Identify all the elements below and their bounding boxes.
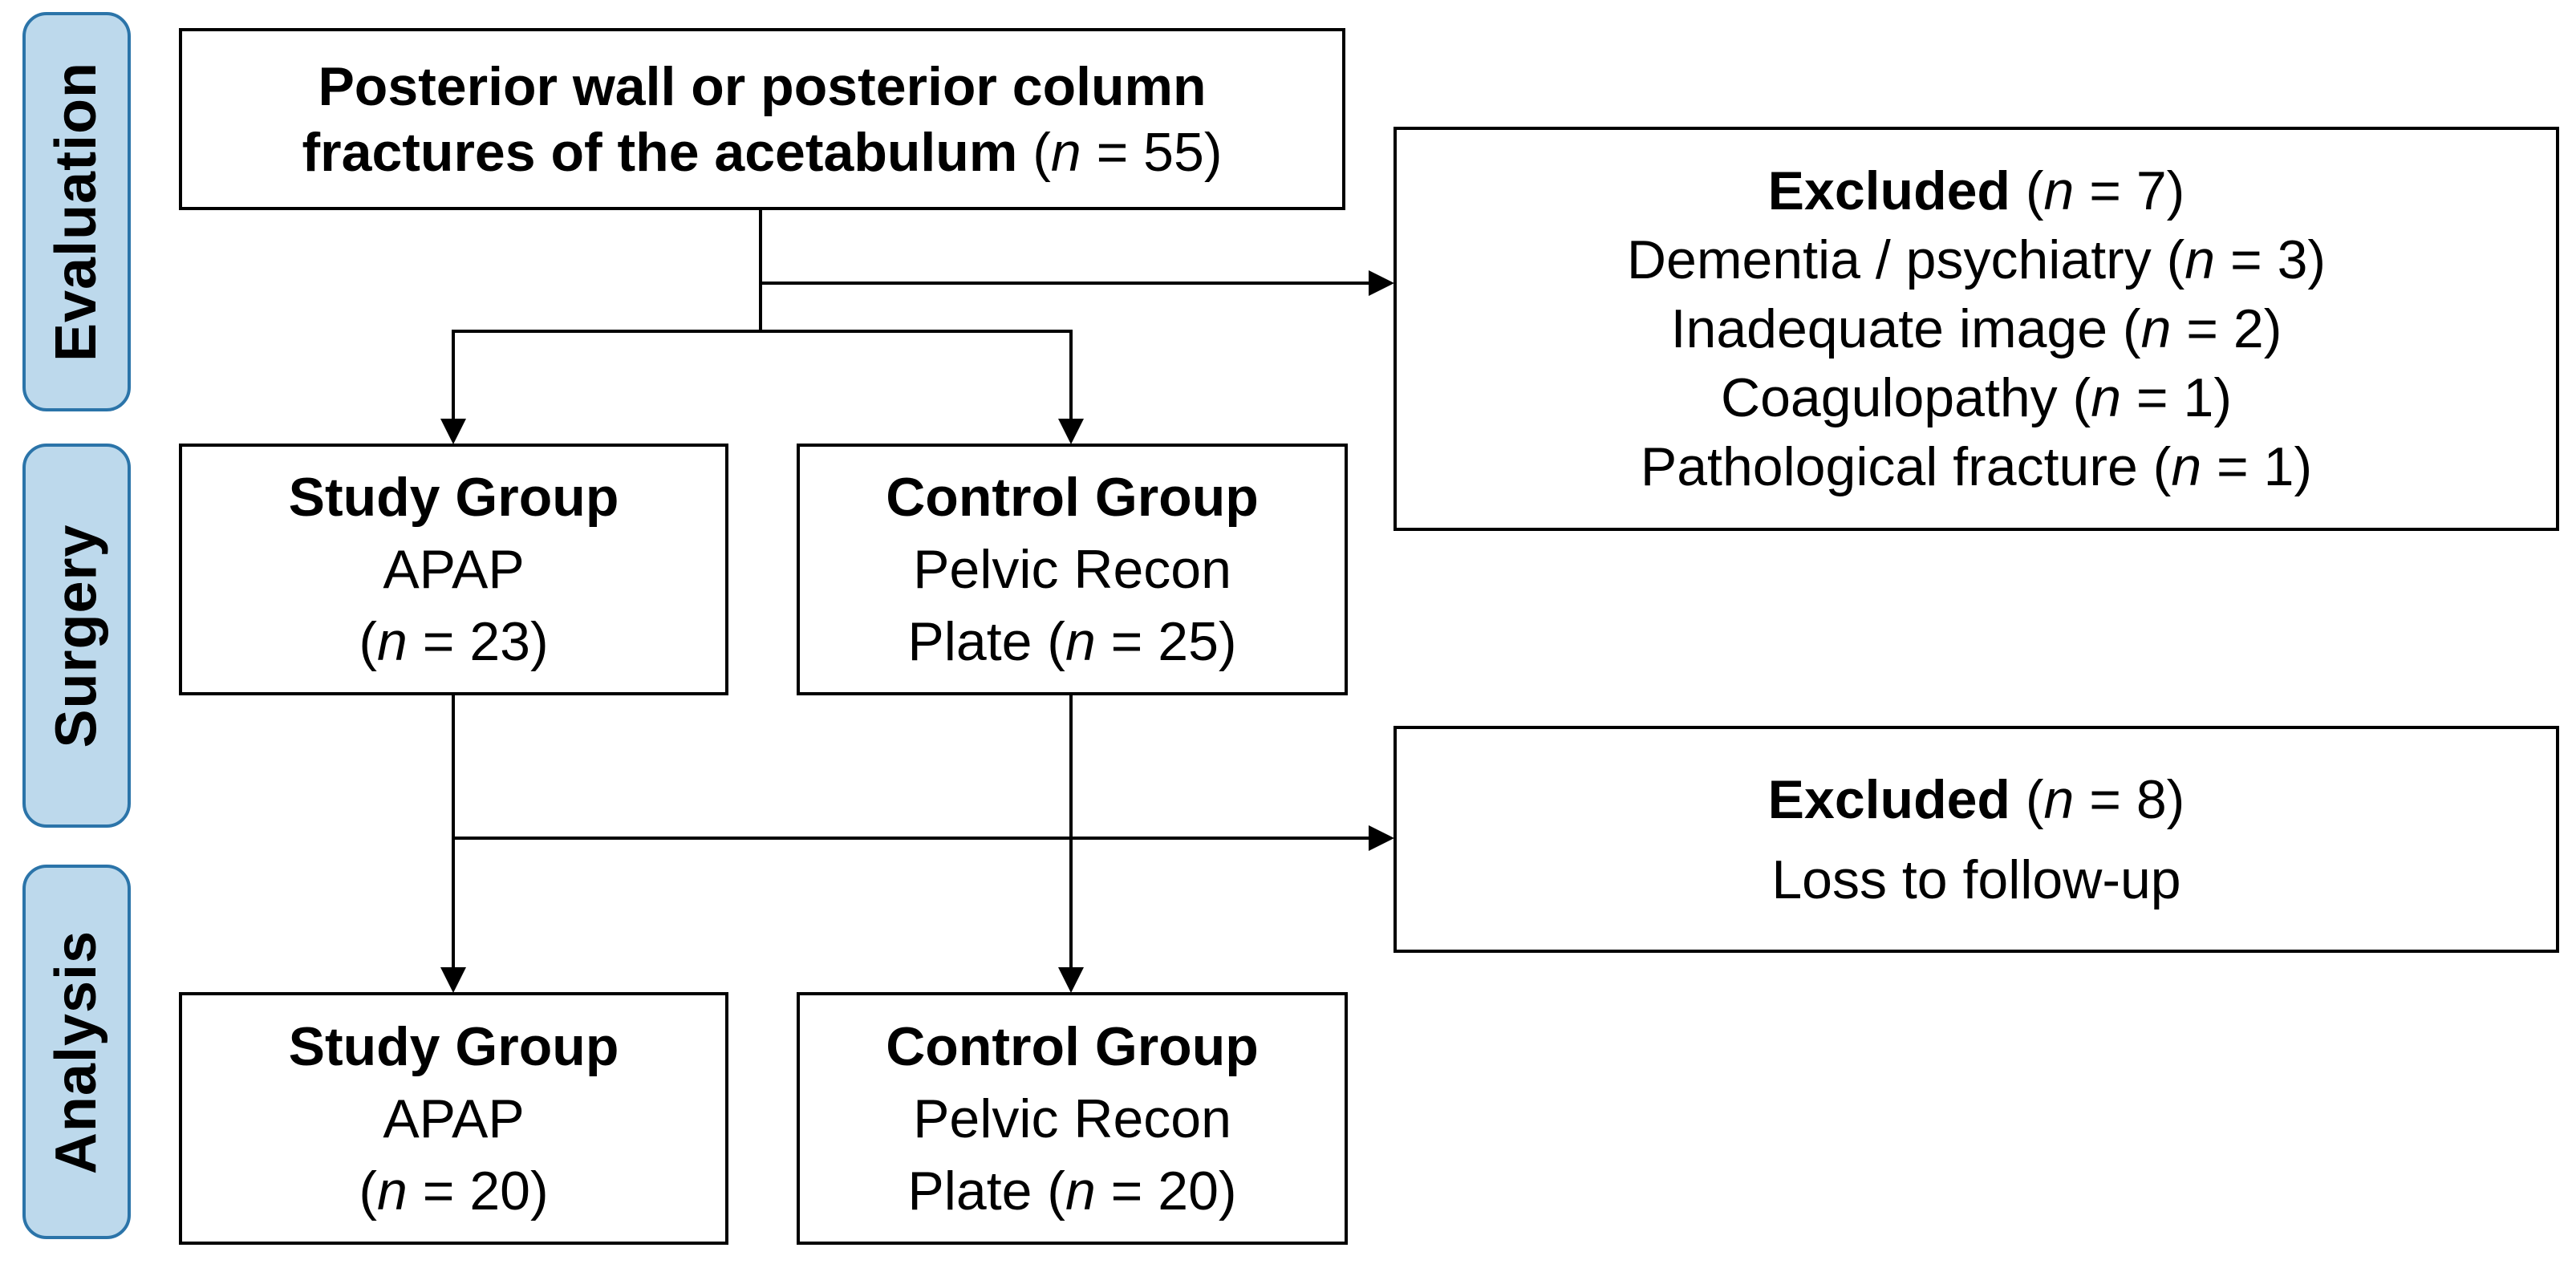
arrow-down-icon [440, 967, 466, 993]
stage-label-evaluation: Evaluation [22, 12, 131, 411]
connector-control-stem [1069, 695, 1073, 970]
control-analysis-count: Plate (n = 20) [907, 1160, 1237, 1221]
enrollment-line-1: Posterior wall or posterior column [318, 55, 1207, 117]
excluded-anal-title: Excluded (n = 8) [1767, 768, 2185, 830]
study-analysis-title: Study Group [288, 1015, 619, 1077]
stage-label-analysis-text: Analysis [44, 930, 109, 1174]
excluded-analysis-box: Excluded (n = 8) Loss to follow-up [1393, 726, 2559, 953]
enrollment-line-2: fractures of the acetabulum (n = 55) [302, 121, 1223, 183]
study-surgery-treatment: APAP [383, 539, 525, 600]
control-analysis-treatment: Pelvic Recon [913, 1088, 1231, 1149]
study-group-analysis-box: Study Group APAP (n = 20) [179, 992, 728, 1245]
connector-branch-excluded-anal [452, 837, 1369, 840]
study-surgery-count: (n = 23) [359, 611, 549, 672]
excluded-eval-reason-4: Pathological fracture (n = 1) [1640, 436, 2313, 497]
excluded-evaluation-box: Excluded (n = 7) Dementia / psychiatry (… [1393, 127, 2559, 531]
excluded-eval-reason-1: Dementia / psychiatry (n = 3) [1626, 229, 2327, 290]
excluded-anal-reason: Loss to follow-up [1771, 849, 2181, 910]
connector-enrollment-stem [759, 210, 762, 333]
control-analysis-title: Control Group [886, 1015, 1259, 1077]
arrow-right-icon [1369, 825, 1394, 851]
connector-drop-study [452, 330, 455, 421]
excluded-eval-title: Excluded (n = 7) [1767, 160, 2185, 221]
study-analysis-treatment: APAP [383, 1088, 525, 1149]
stage-label-surgery-text: Surgery [44, 523, 109, 748]
stage-label-surgery: Surgery [22, 444, 131, 828]
arrow-down-icon [1058, 967, 1084, 993]
study-surgery-title: Study Group [288, 467, 619, 528]
enrollment-box: Posterior wall or posterior column fract… [179, 28, 1345, 210]
control-surgery-treatment: Pelvic Recon [913, 539, 1231, 600]
control-surgery-count: Plate (n = 25) [907, 611, 1237, 672]
study-group-surgery-box: Study Group APAP (n = 23) [179, 444, 728, 695]
connector-branch-excluded-eval [759, 282, 1369, 285]
study-analysis-count: (n = 20) [359, 1160, 549, 1221]
arrow-right-icon [1369, 270, 1394, 296]
control-surgery-title: Control Group [886, 467, 1259, 528]
stage-label-evaluation-text: Evaluation [44, 61, 109, 363]
excluded-eval-reason-3: Coagulopathy (n = 1) [1721, 367, 2232, 428]
connector-split-line [452, 330, 1073, 333]
arrow-down-icon [1058, 419, 1084, 444]
control-group-surgery-box: Control Group Pelvic Recon Plate (n = 25… [797, 444, 1348, 695]
arrow-down-icon [440, 419, 466, 444]
connector-drop-control [1069, 330, 1073, 421]
excluded-eval-reason-2: Inadequate image (n = 2) [1670, 298, 2282, 359]
stage-label-analysis: Analysis [22, 865, 131, 1239]
control-group-analysis-box: Control Group Pelvic Recon Plate (n = 20… [797, 992, 1348, 1245]
connector-study-stem [452, 695, 455, 970]
